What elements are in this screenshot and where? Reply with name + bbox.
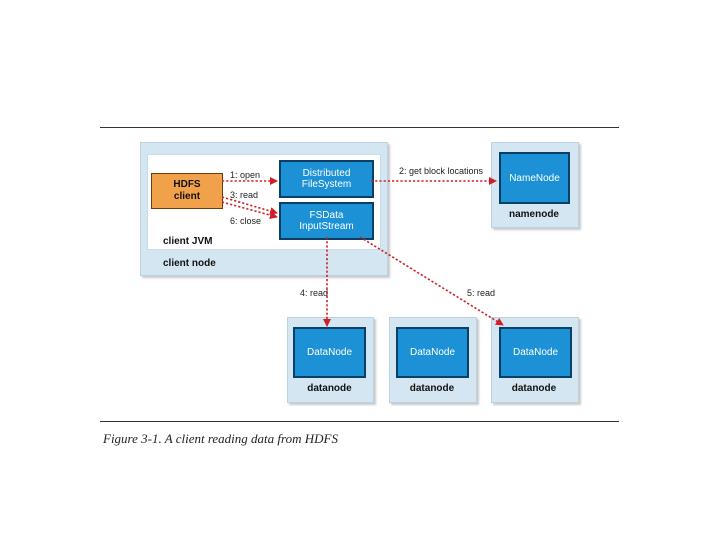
figure-caption: Figure 3-1. A client reading data from H… — [103, 431, 338, 446]
close-arrow — [221, 201, 278, 220]
namenode-label: namenode — [508, 209, 559, 220]
read-5-arrow — [359, 236, 504, 326]
datanode-3-box: DataNode — [499, 327, 572, 378]
datanode-2-label: datanode — [409, 383, 455, 394]
namenode-box: NameNode — [499, 152, 570, 204]
client-jvm-label: client JVM — [163, 236, 213, 247]
distributed-filesystem-box: Distributed FileSystem — [279, 160, 374, 198]
distributed-filesystem-line2: FileSystem — [301, 179, 352, 190]
step-get-block-locations-label: 2: get block locations — [399, 166, 484, 176]
datanode-1-box-label: DataNode — [306, 347, 353, 358]
hdfs-client-box: HDFS client — [151, 173, 223, 209]
step-close-label: 6: close — [230, 216, 262, 226]
client-node-label: client node — [163, 258, 216, 269]
distributed-filesystem-line1: Distributed — [302, 168, 351, 179]
namenode-box-label: NameNode — [509, 172, 560, 184]
fsdata-inputstream-line1: FSData — [309, 210, 344, 221]
top-rule — [100, 127, 619, 128]
hdfs-client-line2: client — [173, 191, 201, 202]
step-read-4-label: 4: read — [300, 288, 329, 298]
datanode-2-box-label: DataNode — [409, 347, 456, 358]
step-open-label: 1: open — [230, 170, 261, 180]
step-read-5-label: 5: read — [467, 288, 496, 298]
datanode-1-box: DataNode — [293, 327, 366, 378]
datanode-3-label: datanode — [511, 383, 557, 394]
datanode-3-box-label: DataNode — [512, 347, 559, 358]
step-read-label: 3: read — [230, 190, 259, 200]
datanode-2-box: DataNode — [396, 327, 469, 378]
read-arrow — [221, 196, 278, 215]
bottom-rule — [100, 421, 619, 422]
fsdata-inputstream-line2: InputStream — [299, 221, 354, 232]
hdfs-client-line1: HDFS — [173, 179, 201, 190]
datanode-1-label: datanode — [307, 383, 352, 394]
